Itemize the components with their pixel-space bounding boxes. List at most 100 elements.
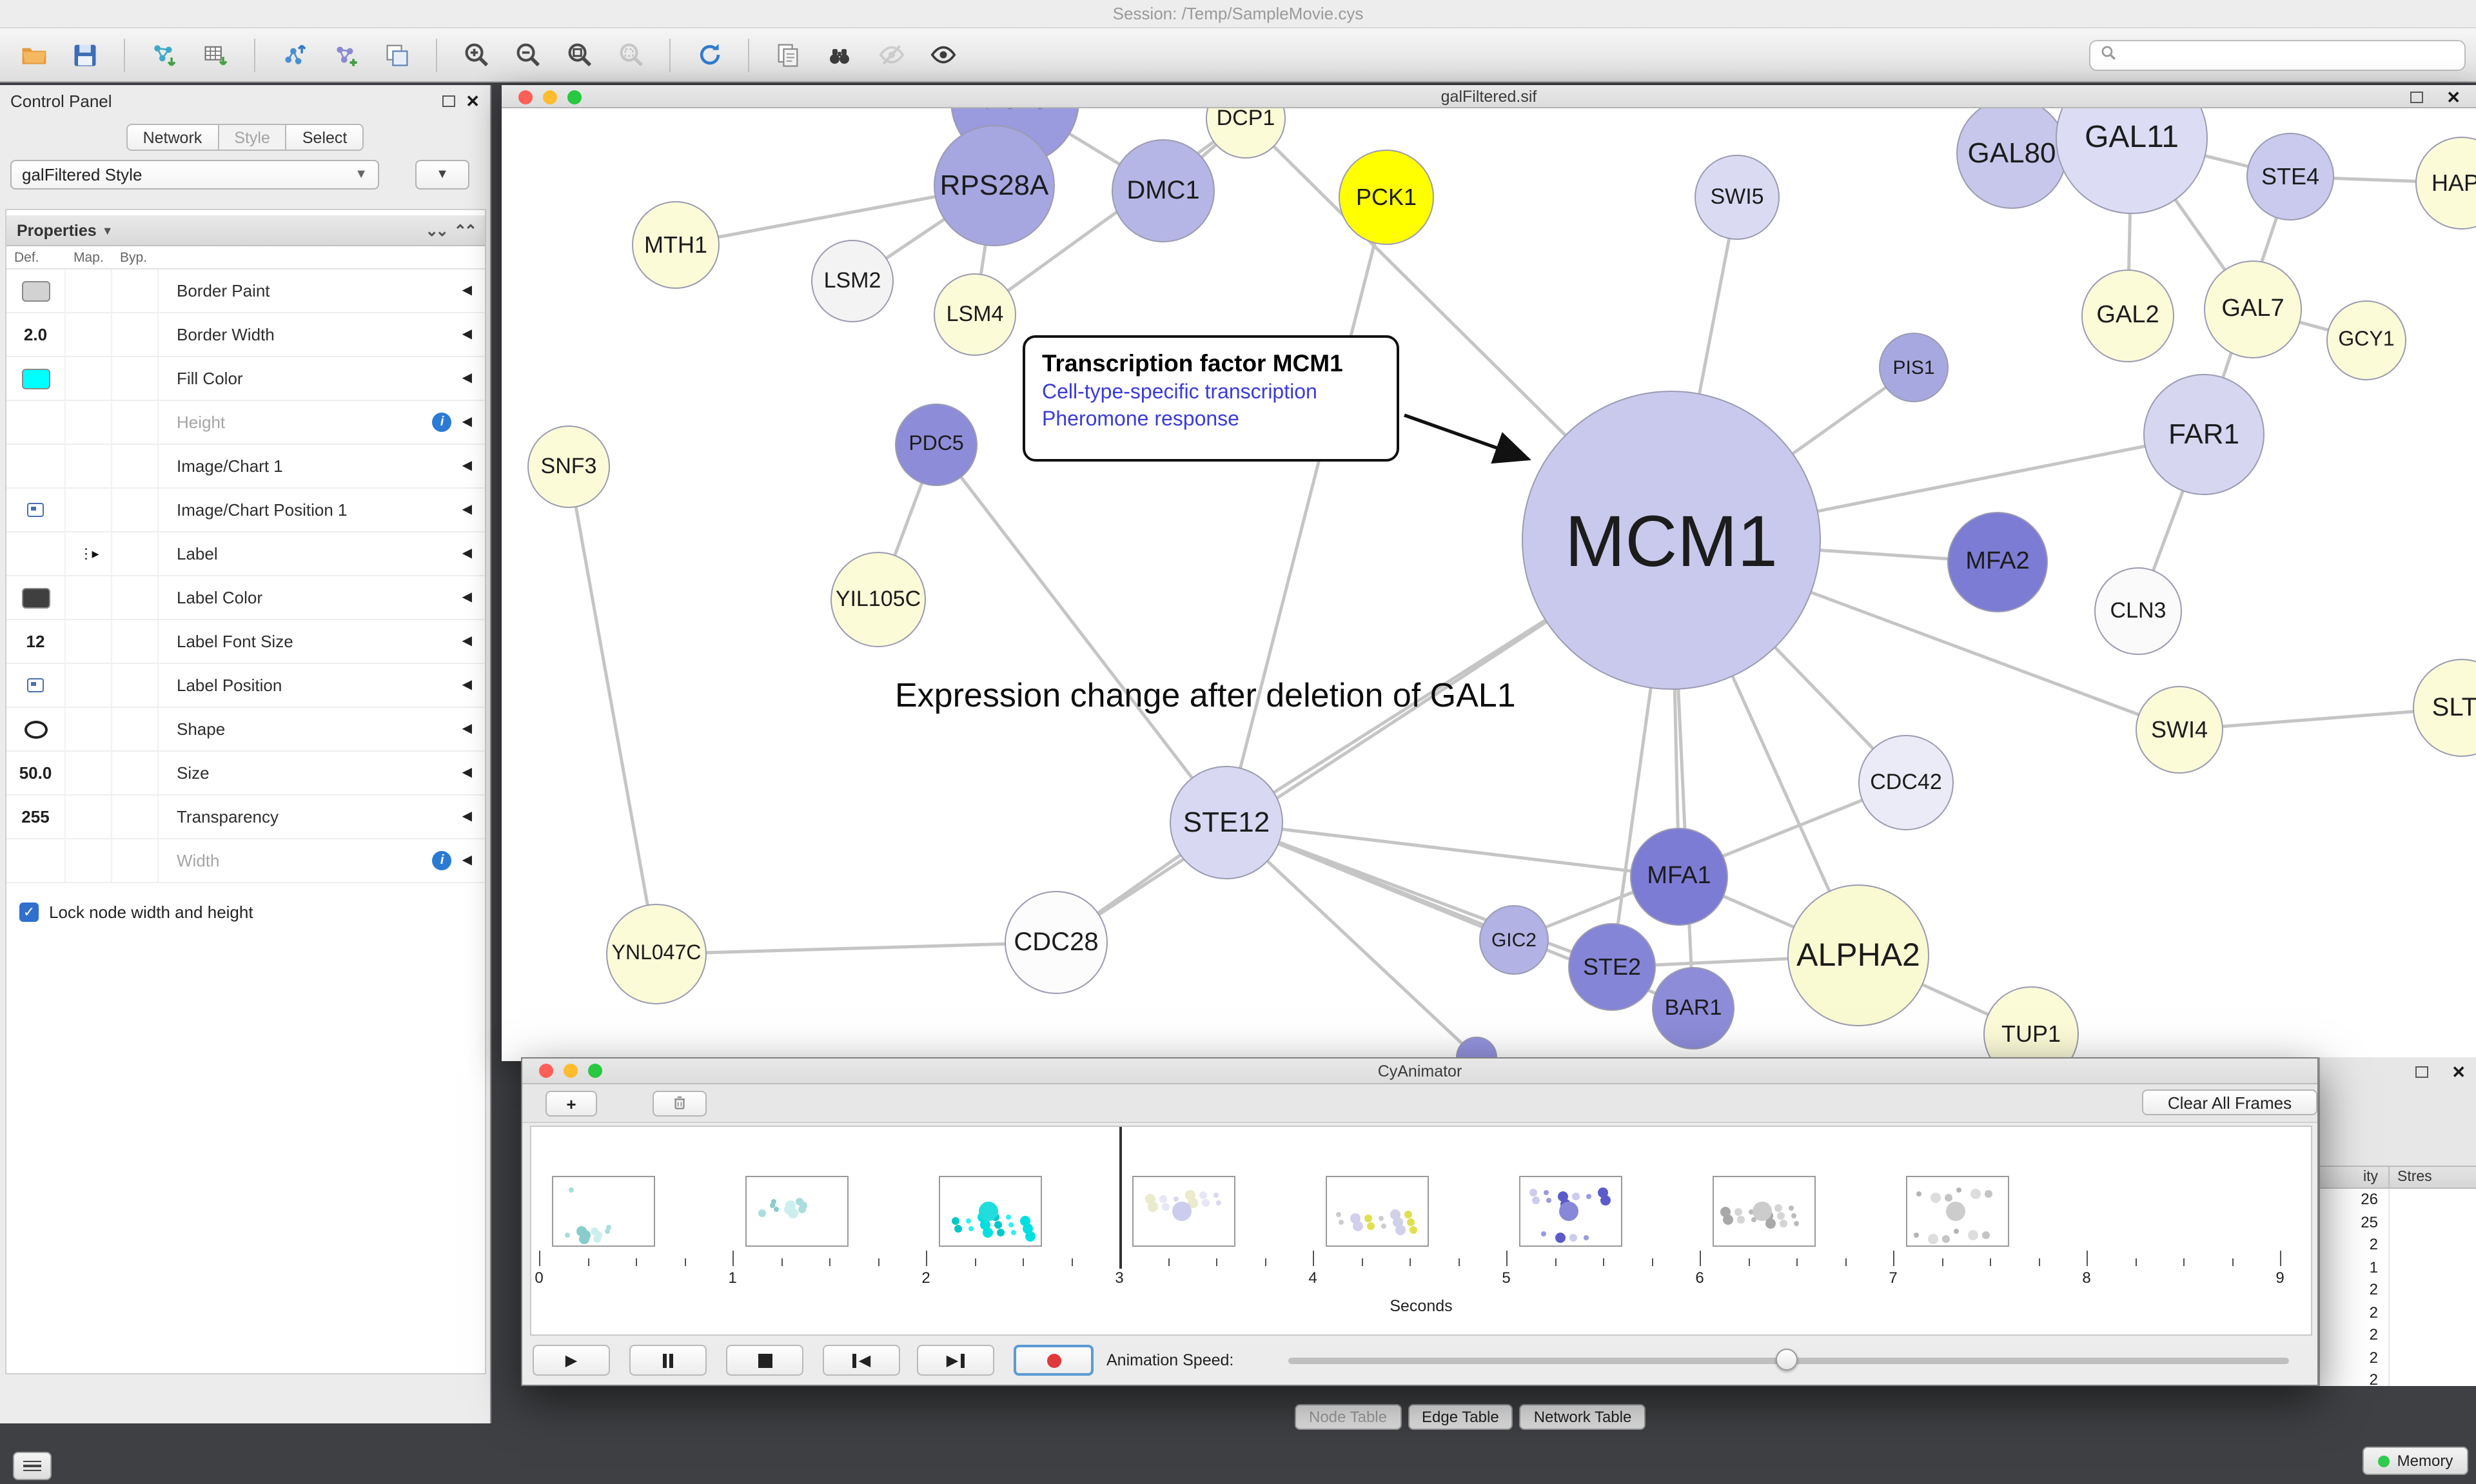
import-network-file-button[interactable] <box>141 34 187 75</box>
expand-all-icon[interactable]: ⌃⌃ <box>453 221 477 239</box>
network-node-LSM2[interactable]: LSM2 <box>811 240 894 322</box>
network-node-SWI4[interactable]: SWI4 <box>2136 686 2223 774</box>
network-node-YNL047C[interactable]: YNL047C <box>606 904 707 1004</box>
network-node-MFA1[interactable]: MFA1 <box>1630 828 1728 926</box>
close-icon[interactable]: ✕ <box>2451 1062 2466 1082</box>
tab-select[interactable]: Select <box>286 124 364 151</box>
style-options-button[interactable]: ▼ <box>415 160 469 190</box>
default-value-swatch[interactable] <box>21 368 50 389</box>
property-row-label[interactable]: ⋮▸Label◀ <box>6 532 485 576</box>
default-value-swatch[interactable] <box>21 587 50 608</box>
network-node-STE4[interactable]: STE4 <box>2246 133 2334 220</box>
minimize-traffic-icon[interactable] <box>564 1064 578 1078</box>
property-row-fill-color[interactable]: Fill Color◀ <box>6 357 485 401</box>
expand-row-arrow-icon[interactable]: ◀ <box>462 634 472 649</box>
annotation-link[interactable]: Pheromone response <box>1042 409 1239 431</box>
show-all-button[interactable] <box>919 34 966 75</box>
table-row[interactable]: 2 <box>2320 1324 2476 1347</box>
property-row-image-chart-position-1[interactable]: Image/Chart Position 1◀ <box>6 489 485 532</box>
tab-edge-table[interactable]: Edge Table <box>1408 1404 1513 1430</box>
collapse-all-icon[interactable]: ⌄⌄ <box>425 221 449 239</box>
network-canvas[interactable]: Transcription factor MCM1 Cell-type-spec… <box>502 108 2476 1061</box>
network-edge[interactable] <box>567 466 658 955</box>
properties-header[interactable]: Properties ▼ ⌄⌄ ⌃⌃ <box>6 215 485 246</box>
pause-button[interactable] <box>629 1345 707 1376</box>
property-row-shape[interactable]: Shape◀ <box>6 708 485 752</box>
node-table-header[interactable]: ity Stres <box>2320 1166 2476 1189</box>
network-node-PIS1[interactable]: PIS1 <box>1879 333 1949 402</box>
network-node-BAR1[interactable]: BAR1 <box>1652 967 1734 1050</box>
skip-to-end-button[interactable]: ▶ <box>917 1345 994 1376</box>
network-edge[interactable] <box>974 117 1247 317</box>
animation-speed-slider-handle[interactable] <box>1776 1349 1798 1371</box>
clear-all-frames-button[interactable]: Clear All Frames <box>2142 1089 2317 1115</box>
minimize-traffic-icon[interactable] <box>543 90 557 104</box>
network-snapshot-button[interactable] <box>765 34 811 75</box>
network-node-FAR1[interactable]: FAR1 <box>2143 374 2265 495</box>
tab-node-table[interactable]: Node Table <box>1295 1404 1401 1430</box>
network-window-titlebar[interactable]: galFiltered.sif ✕ <box>502 85 2476 108</box>
float-window-icon[interactable] <box>442 95 456 106</box>
zoom-traffic-icon[interactable] <box>567 90 582 104</box>
network-node-PDC5[interactable]: PDC5 <box>895 404 978 486</box>
search-box[interactable] <box>2089 39 2466 70</box>
float-window-icon[interactable] <box>2415 1066 2429 1078</box>
float-window-icon[interactable] <box>2410 92 2424 103</box>
column-ity[interactable]: ity <box>2363 1169 2378 1185</box>
close-icon[interactable]: ✕ <box>466 91 480 110</box>
network-node-MFA2[interactable]: MFA2 <box>1947 512 2048 612</box>
expand-row-arrow-icon[interactable]: ◀ <box>462 547 472 561</box>
timeline-playhead[interactable] <box>1119 1127 1121 1269</box>
property-row-image-chart-1[interactable]: Image/Chart 1◀ <box>6 445 485 489</box>
network-node-RPS28A[interactable]: RPS28A <box>934 125 1055 246</box>
network-node-DMC1[interactable]: DMC1 <box>1112 139 1215 242</box>
expand-row-arrow-icon[interactable]: ◀ <box>462 591 472 605</box>
network-node-SWI5[interactable]: SWI5 <box>1695 155 1780 240</box>
table-row[interactable]: 25 <box>2320 1211 2476 1234</box>
memory-button[interactable]: Memory <box>2363 1447 2468 1475</box>
network-edge[interactable] <box>656 941 1057 956</box>
expand-row-arrow-icon[interactable]: ◀ <box>462 459 472 473</box>
frame-thumbnail-6[interactable] <box>1713 1176 1816 1247</box>
network-node-SNF3[interactable]: SNF3 <box>527 425 610 508</box>
import-table-file-button[interactable] <box>192 34 239 75</box>
frame-thumbnail-4[interactable] <box>1326 1176 1429 1247</box>
expand-row-arrow-icon[interactable]: ◀ <box>462 810 472 824</box>
table-row[interactable]: 1 <box>2320 1256 2476 1279</box>
network-edge[interactable] <box>1225 821 1478 1059</box>
expand-row-arrow-icon[interactable]: ◀ <box>462 327 472 342</box>
expand-row-arrow-icon[interactable]: ◀ <box>462 766 472 780</box>
skip-to-start-button[interactable]: ◀ <box>823 1345 900 1376</box>
frame-thumbnail-2[interactable] <box>939 1176 1042 1247</box>
network-node-MTH1[interactable]: MTH1 <box>632 201 720 289</box>
default-value-swatch[interactable] <box>21 280 50 301</box>
network-edge[interactable] <box>935 444 1228 824</box>
property-row-label-color[interactable]: Label Color◀ <box>6 576 485 620</box>
zoom-in-button[interactable] <box>453 34 499 75</box>
network-node-PCK1[interactable]: PCK1 <box>1339 150 1434 245</box>
export-network-button[interactable] <box>271 34 317 75</box>
network-node-TUP1[interactable]: TUP1 <box>1983 986 2079 1061</box>
refresh-view-button[interactable] <box>686 34 732 75</box>
zoom-out-button[interactable] <box>504 34 551 75</box>
expand-row-arrow-icon[interactable]: ◀ <box>462 284 472 298</box>
table-row[interactable]: 2 <box>2320 1234 2476 1256</box>
expand-row-arrow-icon[interactable]: ◀ <box>462 678 472 692</box>
property-row-label-position[interactable]: Label Position◀ <box>6 664 485 708</box>
expand-row-arrow-icon[interactable]: ◀ <box>462 371 472 386</box>
property-row-border-paint[interactable]: Border Paint◀ <box>6 269 485 313</box>
expand-row-arrow-icon[interactable]: ◀ <box>462 415 472 429</box>
new-network-button[interactable] <box>322 34 369 75</box>
frame-thumbnail-5[interactable] <box>1519 1176 1622 1247</box>
expand-row-arrow-icon[interactable]: ◀ <box>462 503 472 517</box>
table-row[interactable]: 2 <box>2320 1279 2476 1302</box>
record-button[interactable] <box>1014 1345 1094 1376</box>
table-row[interactable]: 26 <box>2320 1189 2476 1211</box>
tab-network-table[interactable]: Network Table <box>1519 1404 1646 1430</box>
cyanimator-titlebar[interactable]: CyAnimator <box>522 1059 2317 1084</box>
annotation-arrow[interactable] <box>1404 413 1531 464</box>
